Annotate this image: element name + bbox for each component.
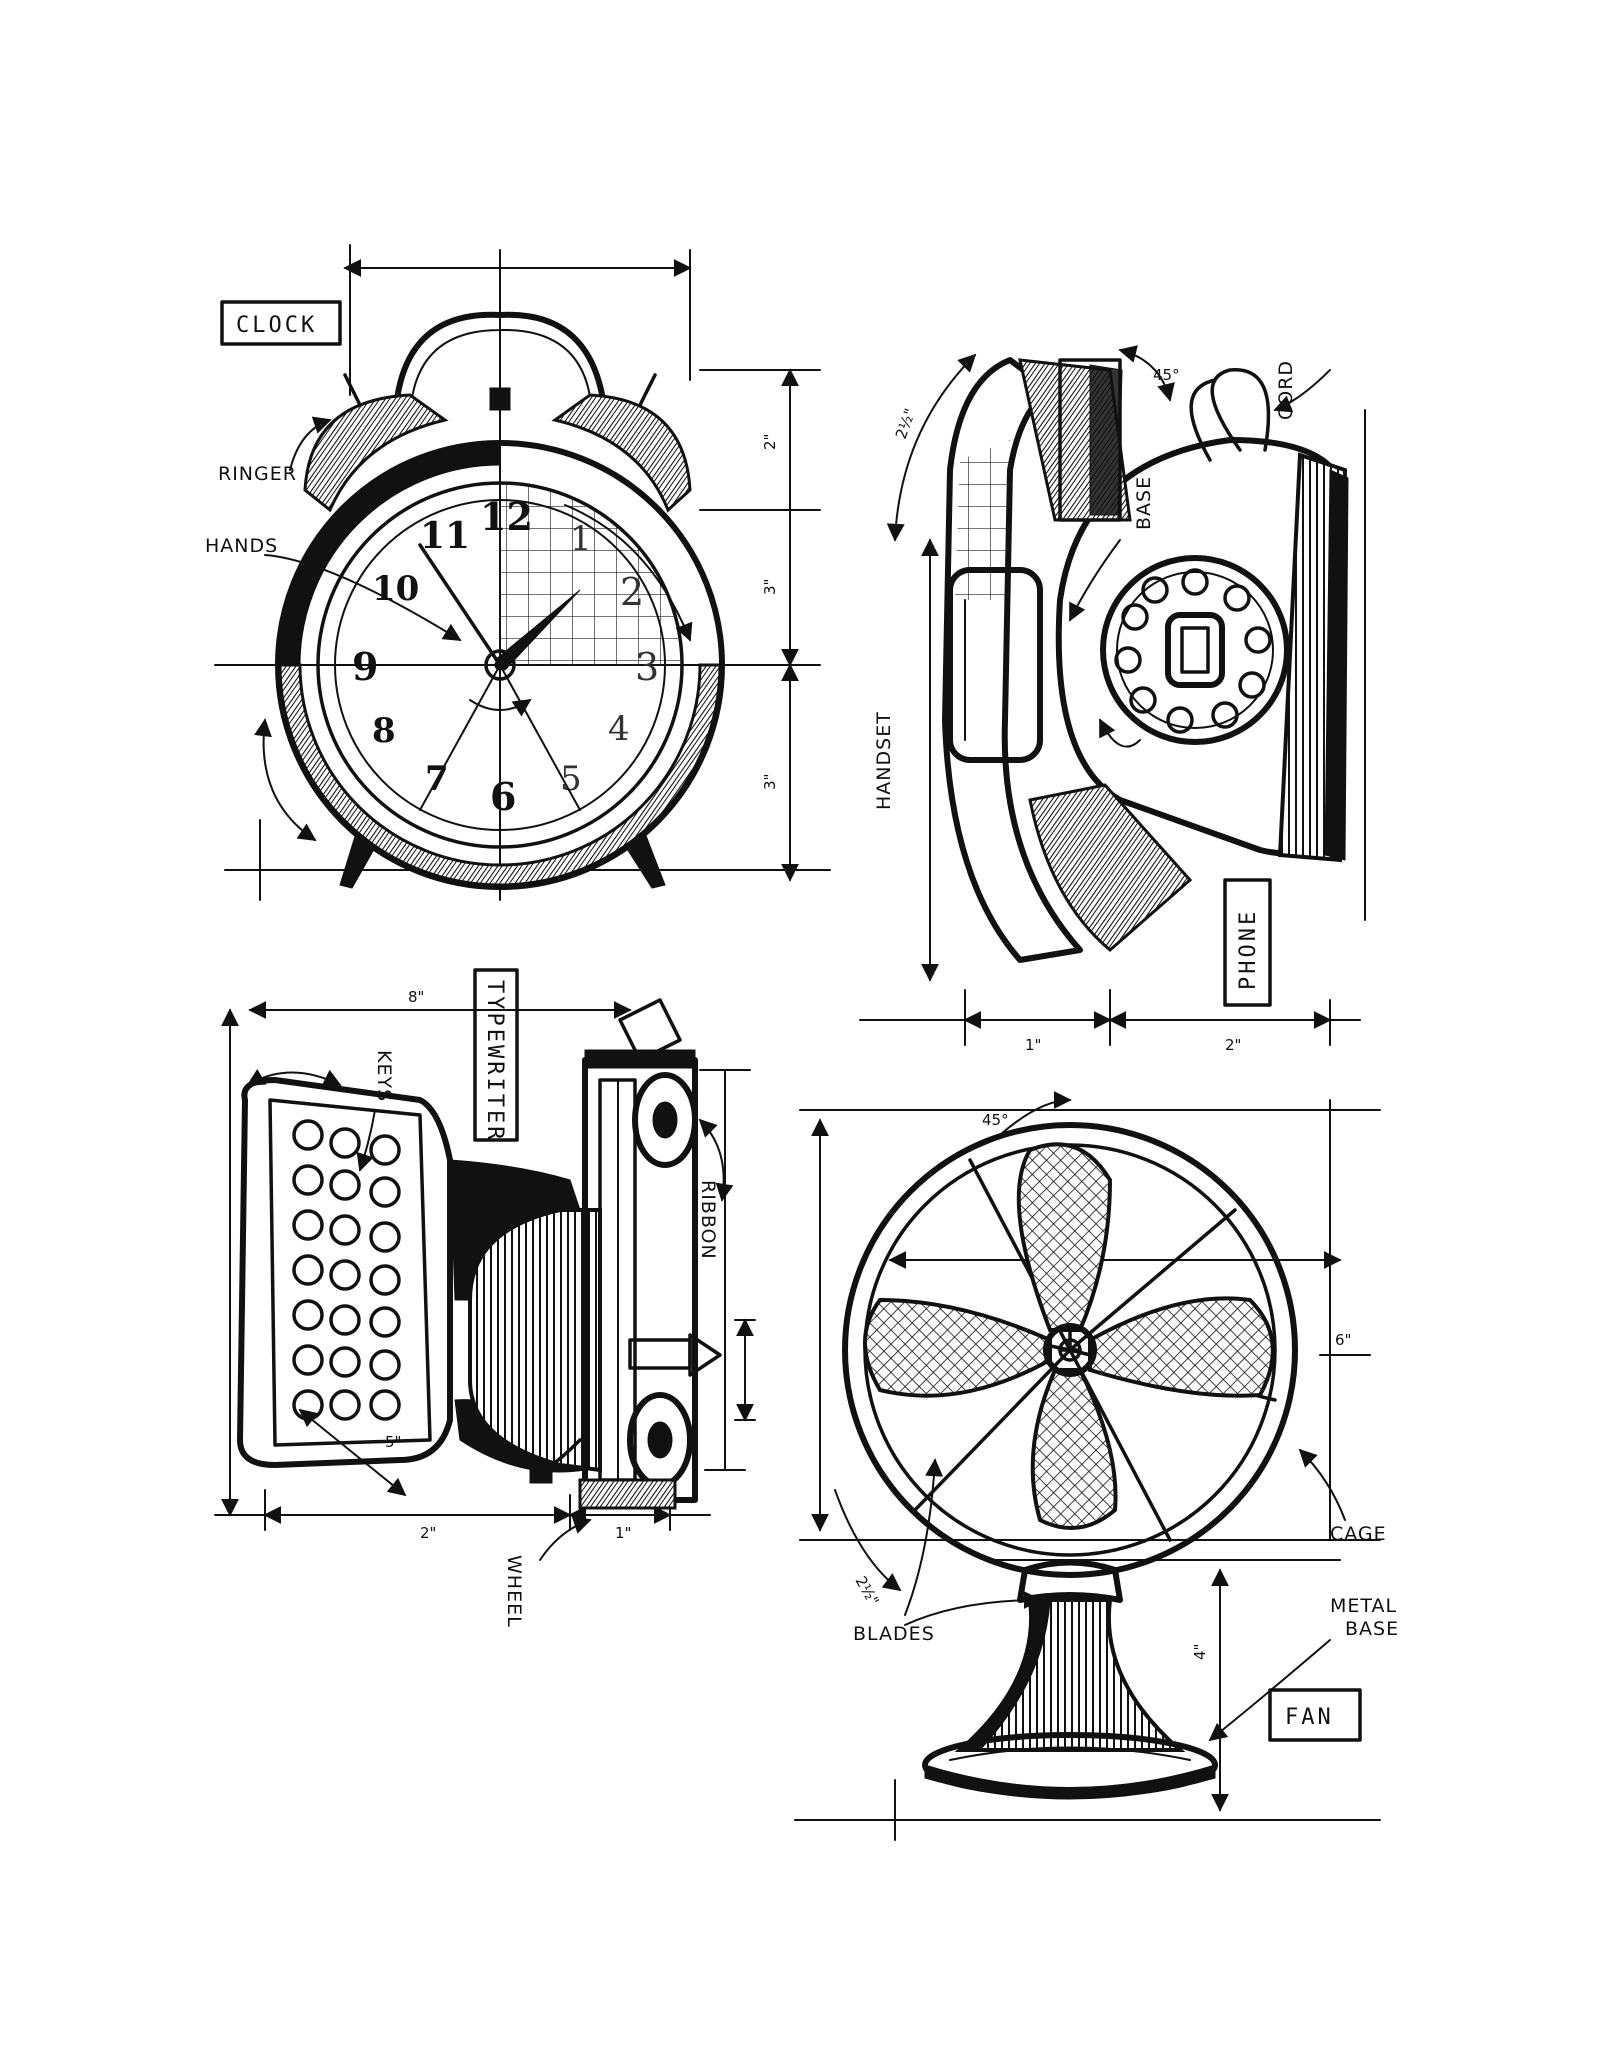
typewriter-carriage: [529, 998, 722, 1510]
fan-dimension-lines: [794, 1099, 1381, 1841]
phone-title: PHONE: [1236, 909, 1261, 990]
clock-left-bell: [303, 393, 449, 513]
typewriter-panel: 8" 5" 2" 1": [214, 968, 756, 1628]
clock-dial-numerals: 12 1 2 3 4 5 6 7 8 9 10 11: [352, 494, 659, 819]
clock-dim-3in-lower: 3": [761, 774, 779, 790]
phone-rotary-dial: [1100, 555, 1290, 745]
phone-dim-45deg: 45°: [1153, 366, 1180, 384]
clock-dim-3in-upper: 3": [761, 579, 779, 595]
clock-hands: [418, 543, 581, 811]
clock-right-bell: [551, 393, 692, 513]
clock-numeral-5: 5: [560, 759, 582, 799]
clock-title-box: CLOCK: [220, 300, 342, 346]
typewriter-keys-label: KEYS: [373, 1050, 395, 1102]
clock-dim-2in: 2": [761, 434, 779, 450]
fan-metal-label: METAL: [1330, 1595, 1397, 1617]
phone-dim-1in: 1": [1025, 1036, 1041, 1054]
typewriter-roller-top: [632, 1072, 698, 1168]
fan-metal-base: [922, 1559, 1218, 1800]
fan-hub: [1043, 1323, 1097, 1377]
clock-bell-hammer: [489, 387, 511, 411]
typewriter-typebar-fan: [468, 1208, 602, 1473]
fan-dim-45deg: 45°: [982, 1111, 1009, 1129]
phone-panel: 1" 2" 2½" 45°: [859, 345, 1366, 1054]
phone-mouthpiece: [1028, 783, 1193, 952]
fan-dim-4in: 4": [1191, 1644, 1209, 1660]
fan-blade-bottom: [1030, 1368, 1118, 1530]
clock-numeral-6: 6: [490, 774, 516, 819]
clock-numeral-3: 3: [635, 645, 659, 689]
clock-hands-label: HANDS: [205, 535, 278, 557]
clock-handle: [392, 311, 608, 423]
fan-blades-label: BLADES: [853, 1623, 935, 1645]
fan-blade-right: [1088, 1296, 1275, 1398]
clock-numeral-2: 2: [620, 570, 644, 614]
phone-cord-label: CORD: [1275, 360, 1297, 420]
typewriter-wheel-label: WHEEL: [503, 1555, 525, 1628]
fan-cage-label: CAGE: [1330, 1523, 1387, 1545]
clock-numeral-8: 8: [372, 711, 396, 751]
typewriter-dim-1in: 1": [615, 1524, 631, 1542]
fan-title-box: FAN: [1268, 1688, 1362, 1742]
fan-dim-6in: 6": [1335, 1331, 1351, 1349]
typewriter-dim-8in: 8": [408, 988, 424, 1006]
phone-dimension-lines: [859, 409, 1366, 1046]
clock-ringer-label: RINGER: [218, 463, 297, 485]
clock-numeral-11: 11: [420, 515, 470, 557]
phone-cord: [1210, 368, 1271, 452]
clock-numeral-12: 12: [480, 494, 533, 539]
clock-numeral-4: 4: [608, 709, 630, 749]
typewriter-title: TYPEWRITER: [482, 980, 507, 1142]
fan-cage: [842, 1122, 1298, 1578]
fan-dim-2half: 2½": [852, 1573, 883, 1609]
typewriter-keys: [292, 1119, 401, 1421]
fan-blade-top: [1016, 1142, 1113, 1332]
clock-numeral-9: 9: [352, 644, 378, 689]
phone-base-label: BASE: [1133, 476, 1155, 530]
fan-blade-left: [863, 1297, 1052, 1398]
typewriter-dim-2in: 2": [420, 1524, 436, 1542]
phone-dim-2in: 2": [1225, 1036, 1241, 1054]
typewriter-ribbon-label: RIBBON: [697, 1180, 719, 1260]
fan-panel: 45° 6" 4" 2½": [794, 1091, 1399, 1841]
clock-numeral-1: 1: [570, 519, 592, 559]
phone-dim-2half: 2½": [892, 406, 920, 441]
clock-title: CLOCK: [236, 313, 317, 338]
typewriter-title-box: TYPEWRITER: [473, 968, 519, 1142]
fan-base-label: BASE: [1345, 1618, 1399, 1640]
clock-panel: 2" 3" 3" CLOCK 12 1 2 3: [205, 244, 831, 901]
fan-blades: [863, 1142, 1275, 1530]
phone-handset-label: HANDSET: [873, 711, 895, 810]
fan-title: FAN: [1285, 1705, 1334, 1730]
typewriter-body: [237, 1077, 602, 1473]
phone-title-box: PHONE: [1223, 878, 1272, 1007]
phone-handset: [942, 357, 1193, 963]
